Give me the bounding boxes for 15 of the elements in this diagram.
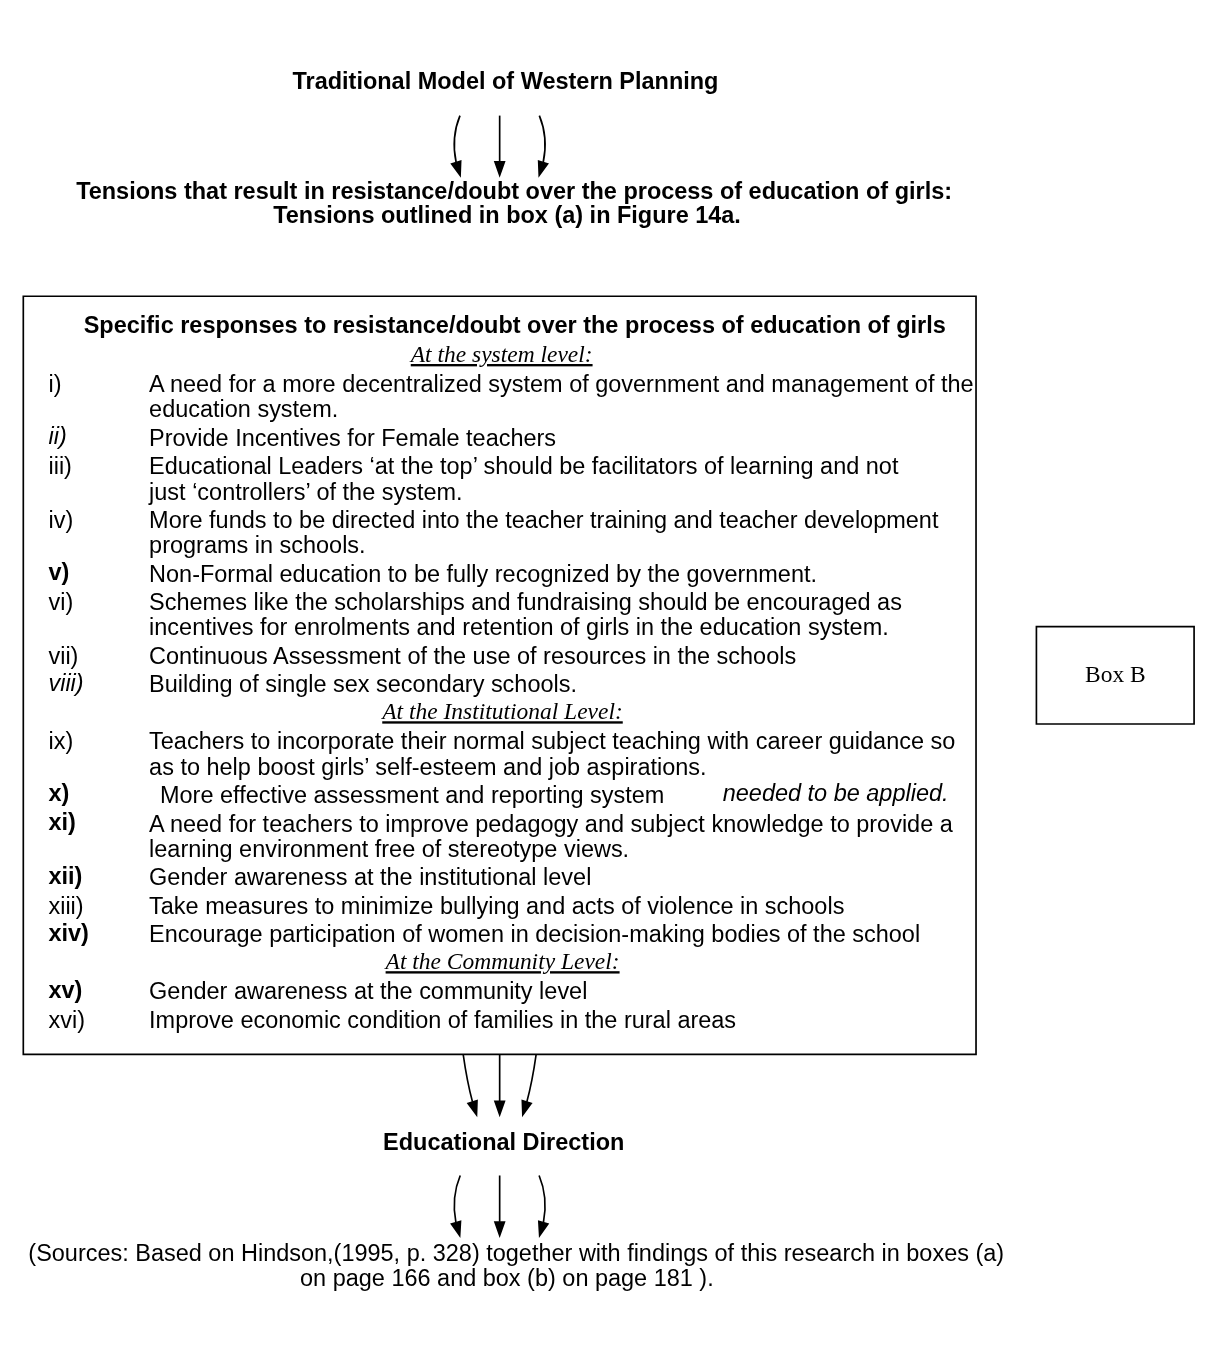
node-box: Specific responses to resistance/doubt over the process of education of girls At the system level: i) A need for a more decentralized system of government and management of the education system. ii) Provide Incentives for Female teachers iii) Educational Leaders ‘at the top’ should be facilitators of learning and not just ‘controllers’ of the system. iv) More funds to be directed into the teacher training and teacher development programs in schools. v) Non-Formal education to be fully recognized by the government. vi) Schemes like the scholarships and fundraising should be encouraged as incentives for enrolments and retention of girls in the education system. vii) Continuous Assessment of the use of resources in the schools viii) Building of single sex secondary schools. At the Institutional Level: ix) Teachers to incorporate their normal subject teaching with career guidance so as to help boost girls’ self-esteem and job aspirations. x) More effective assessment and reporting system needed to be applied. xi) A need for teachers to improve pedagogy and subject knowledge to provide a learning environment free of stereotype views. xii) Gender awareness at the institutional level xiii) Take measures to minimize bullying and acts of violence in schools xiv) Encourage participation of women in decision-making bodies of the school At the Community Level: xv) Gender awareness at the community level xvi) Improve economic condition of families in the rural areas (22, 294, 977, 1055)
node-text: Traditional Model of Western Planning (292, 67, 719, 94)
arrow (493, 114, 506, 178)
arrow (450, 1174, 462, 1238)
arrow (462, 1053, 478, 1117)
node-text: Tensions that result in resistance/doubt over the process of education of girls: Tensions outlined in box (a) in Figure 14a. (76, 177, 953, 228)
arrow (537, 114, 550, 178)
node-text: (Sources: Based on Hindson,(1995, p. 328) together with findings of this research in boxes (a) on page 166 and box (b) on page 181 ). (28, 1239, 1005, 1291)
arrow (493, 1174, 506, 1238)
node-box: Box B (1035, 625, 1195, 725)
arrow (493, 1053, 506, 1117)
arrow (521, 1053, 537, 1117)
arrow (450, 114, 462, 178)
arrow (537, 1174, 550, 1238)
node-text: Educational Direction (383, 1128, 625, 1154)
